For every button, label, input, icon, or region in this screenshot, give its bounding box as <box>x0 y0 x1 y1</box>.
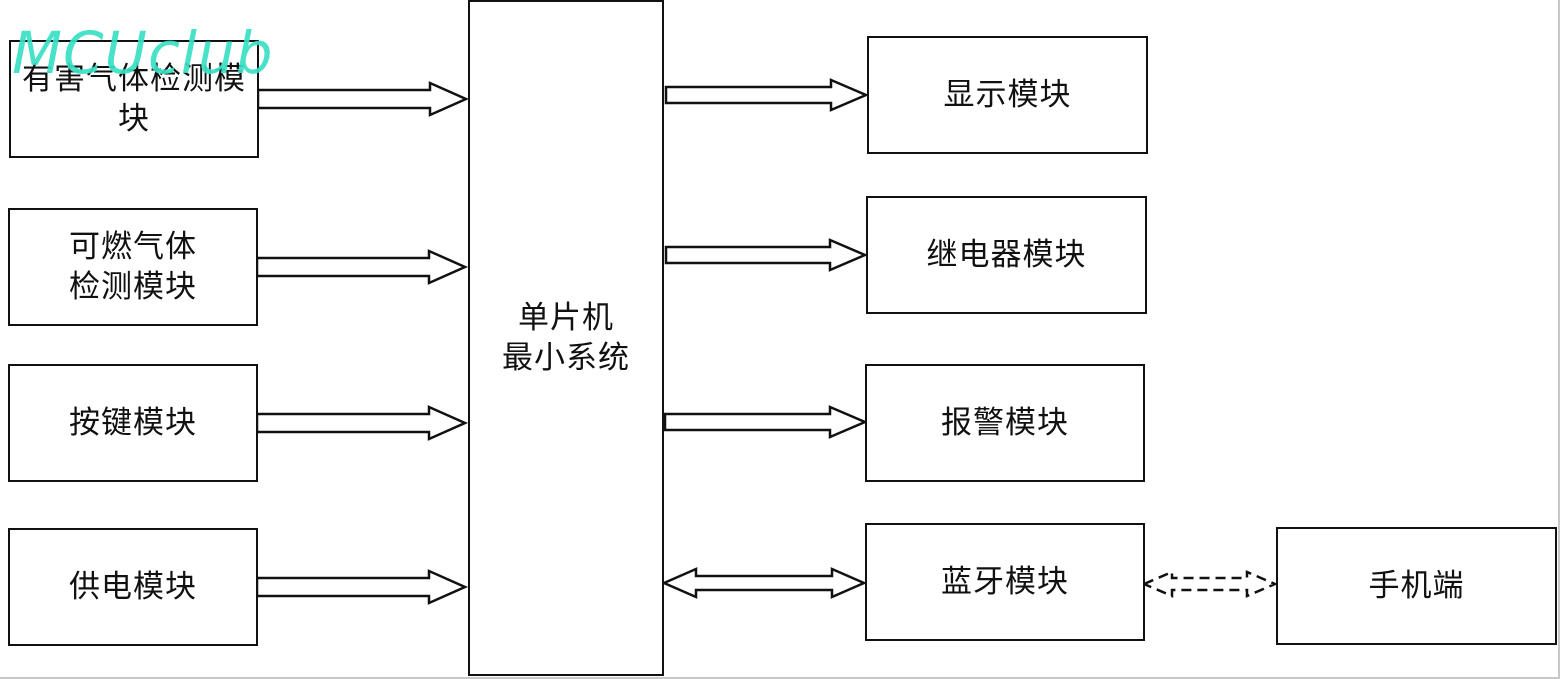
combustible-gas-detection-label: 可燃气体 检测模块 <box>69 229 197 305</box>
arrow-combustible-gas-to-mcu <box>255 249 469 285</box>
arrow-mcu-to-alarm <box>663 405 869 439</box>
mcu-minimum-system: 单片机 最小系统 <box>468 0 664 676</box>
keys-module: 按键模块 <box>8 364 258 482</box>
arrow-mcu-bluetooth-bidirectional <box>660 567 868 599</box>
bluetooth-module-label: 蓝牙模块 <box>941 564 1069 600</box>
arrow-mcu-to-relay <box>664 238 869 272</box>
mcu-label: 单片机 最小系统 <box>502 300 630 376</box>
relay-module: 继电器模块 <box>866 196 1147 314</box>
phone-terminal: 手机端 <box>1276 527 1557 645</box>
harmful-gas-detection-label: 有害气体检测模 块 <box>22 61 246 137</box>
display-module-label: 显示模块 <box>943 77 1072 113</box>
power-supply-module: 供电模块 <box>8 528 258 646</box>
display-module: 显示模块 <box>867 36 1148 154</box>
bluetooth-module: 蓝牙模块 <box>865 523 1145 641</box>
alarm-module-label: 报警模块 <box>941 405 1069 441</box>
relay-module-label: 继电器模块 <box>926 237 1087 273</box>
arrow-keys-to-mcu <box>255 405 469 441</box>
arrow-mcu-to-display <box>664 78 870 112</box>
power-supply-label: 供电模块 <box>69 569 197 605</box>
arrow-harmful-gas-to-mcu <box>256 81 470 117</box>
combustible-gas-detection-module: 可燃气体 检测模块 <box>8 208 258 326</box>
arrow-bluetooth-phone-wireless <box>1140 570 1279 598</box>
phone-terminal-label: 手机端 <box>1368 568 1465 604</box>
keys-module-label: 按键模块 <box>69 405 197 441</box>
arrow-power-to-mcu <box>255 569 469 605</box>
alarm-module: 报警模块 <box>865 364 1145 482</box>
harmful-gas-detection-module: 有害气体检测模 块 <box>9 40 259 158</box>
